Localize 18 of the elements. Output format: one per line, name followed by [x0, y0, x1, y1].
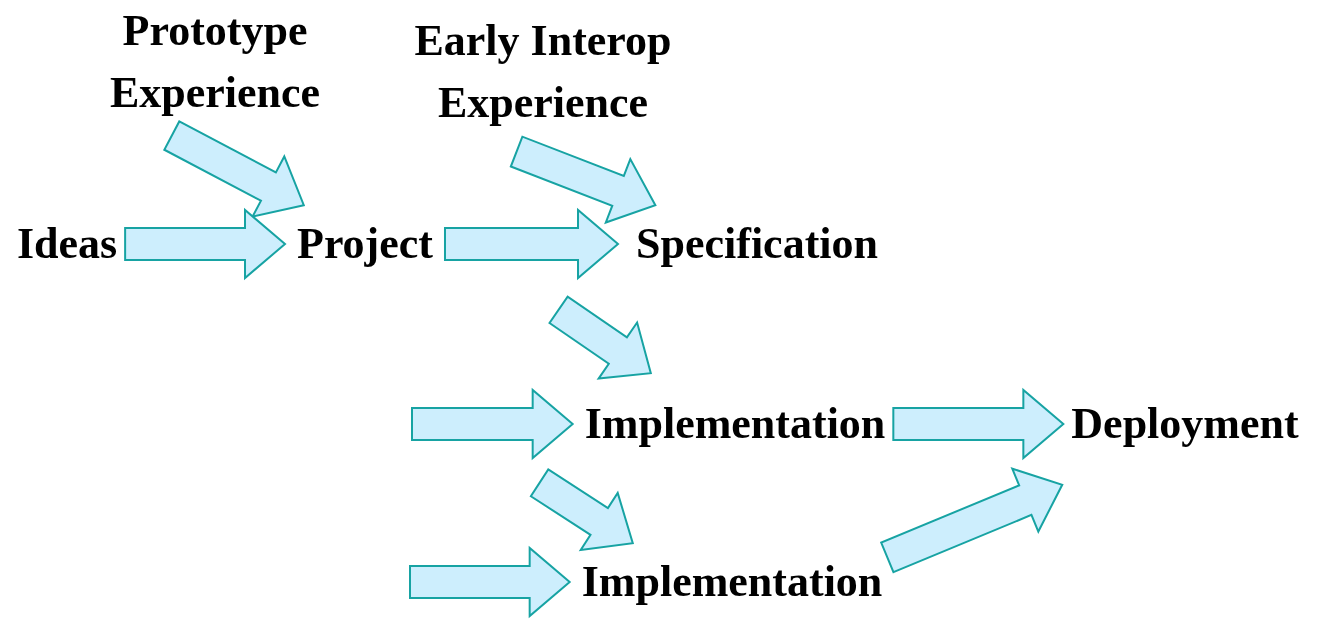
node-label: Implementation	[584, 393, 886, 455]
node-label: Deployment	[1071, 393, 1299, 455]
block-arrow	[879, 467, 1064, 574]
node-label: Implementation	[581, 551, 883, 613]
node-label: Prototype Experience	[80, 0, 350, 124]
block-arrow	[163, 120, 306, 219]
block-arrow	[548, 295, 653, 380]
node-label: Specification	[636, 213, 878, 275]
node-label: Early Interop Experience	[378, 10, 708, 134]
block-arrow	[529, 468, 635, 552]
block-arrow	[409, 545, 572, 619]
node-label: Ideas	[16, 213, 118, 275]
block-arrow	[444, 207, 620, 281]
node-label: Project	[297, 213, 433, 275]
block-arrow	[509, 135, 657, 225]
block-arrow	[892, 387, 1065, 461]
block-arrow	[411, 387, 575, 461]
block-arrow	[124, 207, 287, 281]
